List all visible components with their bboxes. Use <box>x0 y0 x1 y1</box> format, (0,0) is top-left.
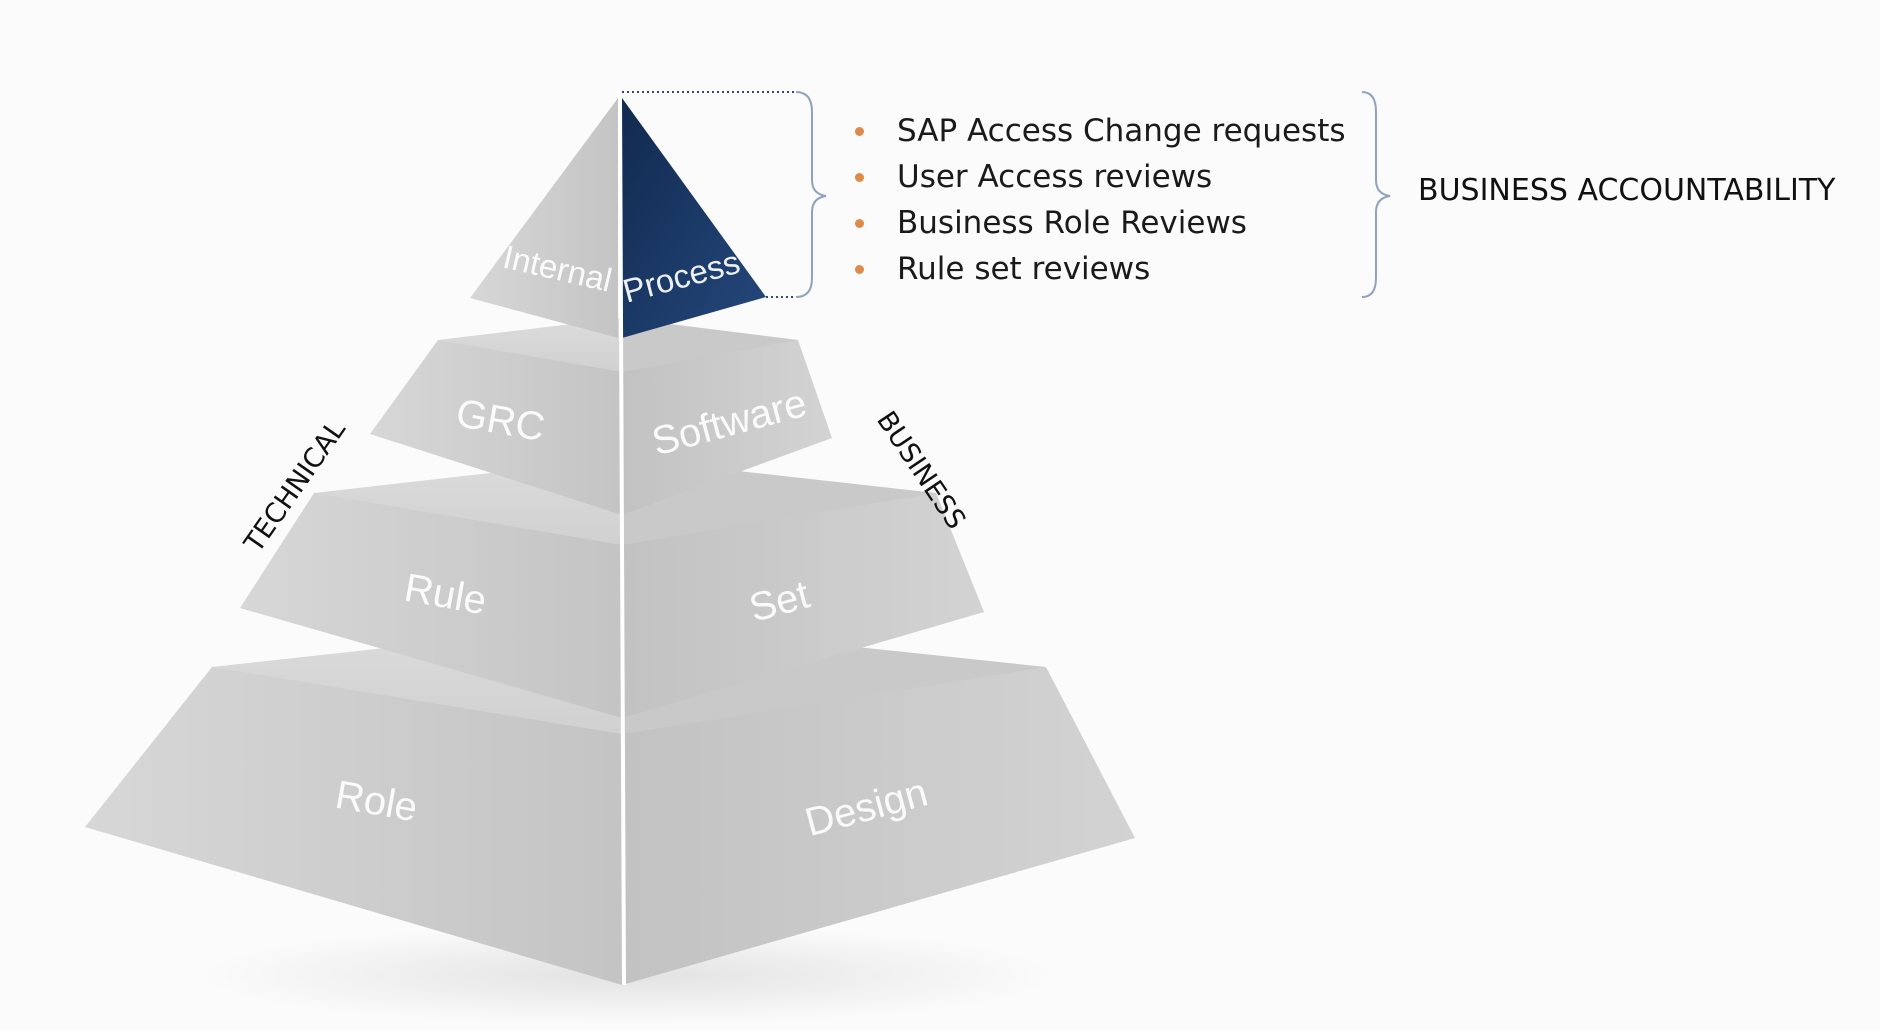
tier-2-face-right <box>622 340 832 515</box>
tier-4 <box>85 622 1135 985</box>
process-bullet-list: SAP Access Change requests User Access r… <box>855 108 1346 292</box>
tier-4-face-left <box>85 667 622 985</box>
ridge-line <box>618 97 626 986</box>
apex-face-left <box>470 98 618 338</box>
bullet-text: Rule set reviews <box>897 251 1151 287</box>
bullet-text: Business Role Reviews <box>897 205 1247 241</box>
bullet-dot-icon <box>855 173 864 182</box>
business-accountability-label: BUSINESS ACCOUNTABILITY <box>1418 173 1836 208</box>
apex-face-right-highlight <box>622 98 766 338</box>
bullet-dot-icon <box>855 265 864 274</box>
bullet-item: Rule set reviews <box>855 246 1346 292</box>
bullet-item: User Access reviews <box>855 154 1346 200</box>
tier-4-face-right <box>622 667 1135 985</box>
bullet-text: User Access reviews <box>897 159 1213 195</box>
tier-2 <box>370 318 832 515</box>
tier-3-face-right <box>622 493 984 718</box>
tier-2-face-left <box>370 340 622 515</box>
bullet-item: Business Role Reviews <box>855 200 1346 246</box>
accountability-brace <box>1361 91 1391 298</box>
tier-3-face-left <box>240 493 622 718</box>
bullet-dot-icon <box>855 127 864 136</box>
bullets-brace <box>795 91 827 298</box>
bullet-item: SAP Access Change requests <box>855 108 1346 154</box>
bullet-text: SAP Access Change requests <box>897 113 1346 149</box>
bullet-dot-icon <box>855 219 864 228</box>
tier-1-apex <box>470 98 766 338</box>
